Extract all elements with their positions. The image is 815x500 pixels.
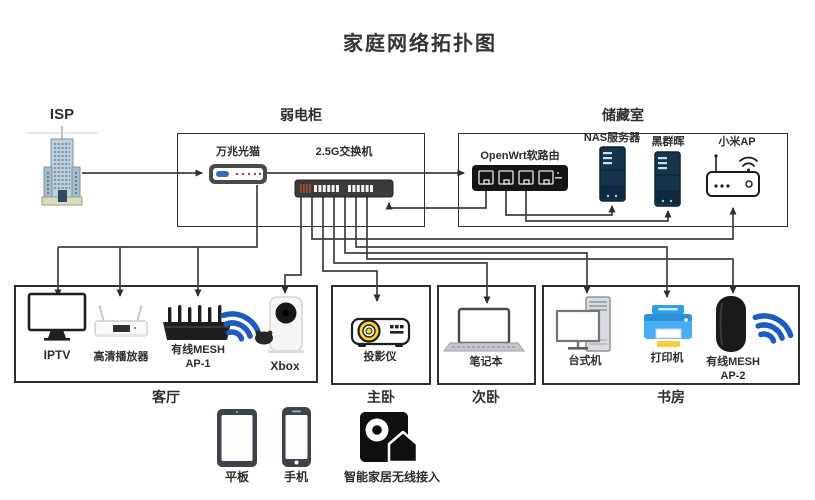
phone-label: 手机 <box>283 470 309 484</box>
isp-label: ISP <box>49 106 75 123</box>
room-label-study: 书房 <box>657 389 685 405</box>
laptop-label: 笔记本 <box>469 356 503 368</box>
room-label-storage: 储藏室 <box>602 107 644 123</box>
mesh-ap2-label-line2: AP-2 <box>720 370 746 382</box>
xiaomi-ap-label: 小米AP <box>718 136 756 148</box>
room-box-second <box>437 285 536 385</box>
isp-connector-ticks <box>27 126 98 140</box>
modem-label: 万兆光猫 <box>216 146 260 158</box>
xbox-label: Xbox <box>270 359 300 373</box>
iptv-label: IPTV <box>43 348 71 362</box>
mesh-ap2-label-line1: 有线MESH <box>706 356 760 368</box>
projector-label: 投影仪 <box>363 351 397 363</box>
nas-label: NAS服务器 <box>583 132 641 144</box>
desktop-label: 台式机 <box>568 355 602 367</box>
phone-icon <box>282 407 311 467</box>
room-label-master: 主卧 <box>367 389 395 405</box>
tablet-icon <box>217 409 257 467</box>
room-label-cabinet: 弱电柜 <box>280 107 322 123</box>
synology-label: 黑群晖 <box>651 136 685 148</box>
smart-home-label: 智能家居无线接入 <box>343 470 441 484</box>
tablet-label: 平板 <box>224 470 250 484</box>
room-box-master <box>331 285 431 385</box>
openwrt-label: OpenWrt软路由 <box>480 150 560 162</box>
switch-label: 2.5G交换机 <box>315 146 373 158</box>
printer-label: 打印机 <box>650 352 684 364</box>
isp-building-icon <box>41 138 83 206</box>
room-box-living <box>14 285 318 383</box>
room-box-cabinet <box>177 133 425 227</box>
room-box-study <box>542 285 800 385</box>
smart-home-icon <box>360 412 419 464</box>
mesh-ap1-label-line2: AP-1 <box>185 358 211 370</box>
mesh-ap1-label-line1: 有线MESH <box>171 344 225 356</box>
room-label-living: 客厅 <box>152 389 180 405</box>
page-title: 家庭网络拓扑图 <box>343 33 497 55</box>
room-label-second: 次卧 <box>472 389 500 405</box>
player-label: 高清播放器 <box>93 351 149 363</box>
